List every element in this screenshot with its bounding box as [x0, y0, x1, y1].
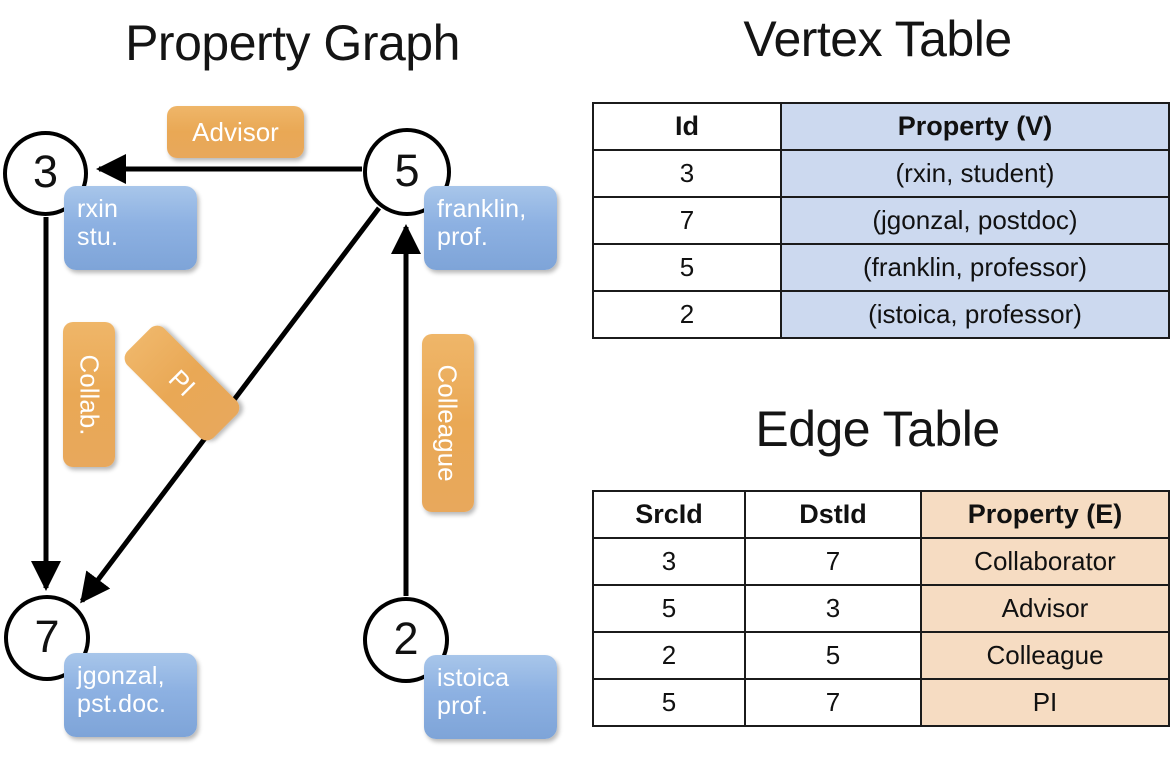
edge-label-advisor-text: Advisor	[192, 117, 279, 147]
vertex-row-id: 3	[592, 149, 782, 198]
edge-table-header-property: Property (E)	[920, 490, 1170, 539]
table-row[interactable]: 2 (istoica, professor)	[592, 290, 1170, 339]
edge-row-property: Advisor	[920, 584, 1170, 633]
vertex-row-id: 5	[592, 243, 782, 292]
edge-label-pi-text: PI	[162, 363, 202, 403]
table-row[interactable]: 5 7 PI	[592, 678, 1170, 727]
edge-table-header-dstid: DstId	[744, 490, 922, 539]
property-graph-panel: Property Graph 3 5 7 2 rxin stu. frankli…	[3, 15, 557, 739]
vertex-property-box-istoica[interactable]: istoica prof.	[424, 655, 557, 739]
graph-node-5-label: 5	[394, 144, 420, 196]
table-row[interactable]: 7 (jgonzal, postdoc)	[592, 196, 1170, 245]
edge-row-srcid: 5	[592, 584, 746, 633]
vertex-property-box-jgonzal[interactable]: jgonzal, pst.doc.	[64, 653, 197, 737]
edge-row-dstid: 5	[744, 631, 922, 680]
edge-label-colleague-text: Colleague	[433, 364, 463, 482]
table-row[interactable]: 2 5 Colleague	[592, 631, 1170, 680]
vertex-row-property: (istoica, professor)	[780, 290, 1170, 339]
vertex-table: Id Property (V) 3 (rxin, student) 7 (jgo…	[592, 102, 1170, 339]
vertex-property-line-1: franklin,	[437, 195, 527, 223]
table-row[interactable]: 3 7 Collaborator	[592, 537, 1170, 586]
vertex-table-header-id: Id	[592, 102, 782, 151]
vertex-row-id: 2	[592, 290, 782, 339]
vertex-table-header-row: Id Property (V)	[592, 102, 1170, 151]
graph-node-7-label: 7	[34, 610, 60, 662]
vertex-property-line-1: jgonzal,	[77, 662, 165, 690]
edge-table-header-row: SrcId DstId Property (E)	[592, 490, 1170, 539]
edge-table-header-srcid: SrcId	[592, 490, 746, 539]
vertex-row-property: (rxin, student)	[780, 149, 1170, 198]
table-row[interactable]: 3 (rxin, student)	[592, 149, 1170, 198]
vertex-property-box-franklin[interactable]: franklin, prof.	[424, 186, 557, 270]
vertex-property-box-rxin[interactable]: rxin stu.	[64, 186, 197, 270]
edge-table: SrcId DstId Property (E) 3 7 Collaborato…	[592, 490, 1170, 727]
edge-label-colleague[interactable]: Colleague	[422, 334, 474, 512]
table-row[interactable]: 5 (franklin, professor)	[592, 243, 1170, 292]
vertex-property-line-2: pst.doc.	[77, 690, 167, 718]
vertex-property-line-1: istoica	[437, 664, 510, 692]
page-title-property-graph: Property Graph	[125, 15, 460, 71]
vertex-row-property: (franklin, professor)	[780, 243, 1170, 292]
edge-row-dstid: 3	[744, 584, 922, 633]
graph-node-5[interactable]: 5	[363, 128, 451, 216]
edge-label-advisor[interactable]: Advisor	[167, 106, 304, 158]
vertex-row-id: 7	[592, 196, 782, 245]
edge-row-srcid: 2	[592, 631, 746, 680]
edge-row-property: Collaborator	[920, 537, 1170, 586]
edge-row-dstid: 7	[744, 537, 922, 586]
edge-row-property: PI	[920, 678, 1170, 727]
edge-row-dstid: 7	[744, 678, 922, 727]
graph-node-3-label: 3	[32, 146, 59, 197]
edge-label-collab-text: Collab.	[74, 354, 104, 435]
edge-row-srcid: 3	[592, 537, 746, 586]
table-row[interactable]: 5 3 Advisor	[592, 584, 1170, 633]
vertex-property-line-2: prof.	[437, 692, 489, 720]
vertex-table-header-property: Property (V)	[780, 102, 1170, 151]
vertex-property-line-2: prof.	[437, 223, 489, 251]
graph-node-2[interactable]: 2	[363, 597, 449, 683]
edge-row-property: Colleague	[920, 631, 1170, 680]
vertex-property-line-2: stu.	[77, 223, 119, 251]
edge-label-collab[interactable]: Collab.	[63, 322, 115, 467]
graph-node-2-label: 2	[393, 612, 419, 664]
vertex-property-line-1: rxin	[77, 195, 119, 223]
edge-row-srcid: 5	[592, 678, 746, 727]
vertex-row-property: (jgonzal, postdoc)	[780, 196, 1170, 245]
page-title-edge-table: Edge Table	[755, 401, 1000, 457]
page-title-vertex-table: Vertex Table	[743, 11, 1012, 67]
